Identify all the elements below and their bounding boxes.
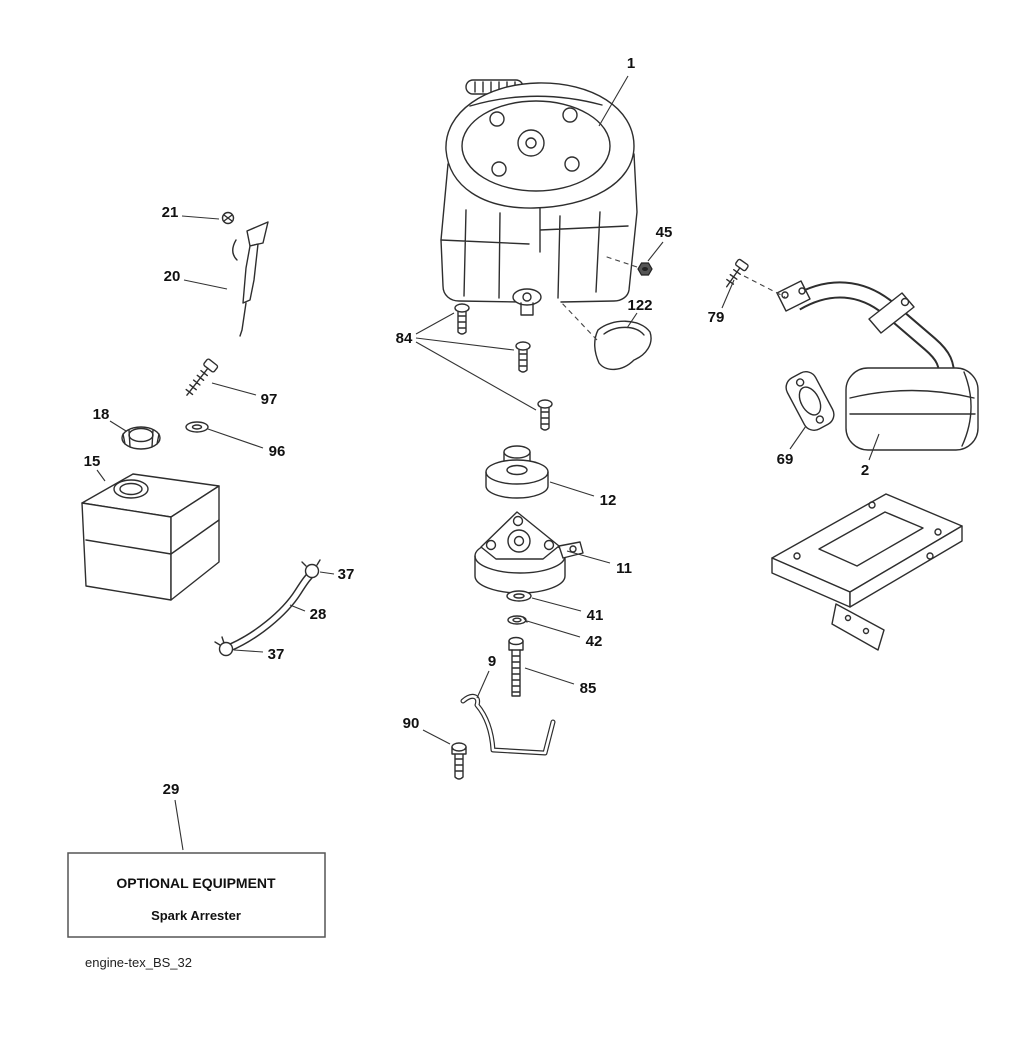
bolt-97-illustration bbox=[185, 358, 219, 396]
fuel-line-illustration bbox=[225, 568, 317, 652]
crankshaft-spacer-illustration bbox=[485, 445, 549, 499]
part-label-29: 29 bbox=[163, 781, 180, 798]
bolt-79-illustration bbox=[725, 258, 749, 288]
engine-mount-plate-illustration bbox=[771, 493, 963, 651]
throttle-control-illustration bbox=[221, 211, 269, 337]
part-label-90: 90 bbox=[403, 715, 420, 732]
part-label-41: 41 bbox=[587, 607, 604, 624]
part-label-18: 18 bbox=[93, 406, 110, 423]
engine-bolt-84b-illustration bbox=[515, 341, 531, 373]
engine-illustration bbox=[440, 79, 638, 316]
part-label-2: 2 bbox=[861, 462, 869, 479]
part-label-1: 1 bbox=[627, 55, 635, 72]
washer-41-illustration bbox=[506, 590, 532, 602]
bolt-85-illustration bbox=[508, 636, 524, 697]
part-label-12: 12 bbox=[600, 492, 617, 509]
nut-45-illustration bbox=[637, 262, 653, 276]
part-label-11: 11 bbox=[616, 560, 632, 577]
optional-equipment-subtitle: Spark Arrester bbox=[151, 908, 241, 923]
part-label-45: 45 bbox=[656, 224, 673, 241]
washer-96-illustration bbox=[185, 421, 209, 433]
fuel-tank-illustration bbox=[81, 473, 220, 601]
part-label-79: 79 bbox=[708, 309, 725, 326]
engine-bolt-84a-illustration bbox=[454, 303, 470, 335]
engine-bolt-84c-illustration bbox=[537, 399, 553, 431]
assembly-dash-lines bbox=[559, 255, 786, 341]
clutch-illustration bbox=[474, 511, 584, 594]
part-label-96: 96 bbox=[269, 443, 286, 460]
exhaust-gasket-illustration bbox=[785, 371, 835, 431]
part-label-85: 85 bbox=[580, 680, 597, 697]
part-label-37-upper: 37 bbox=[338, 566, 355, 583]
part-label-9: 9 bbox=[488, 653, 496, 670]
hose-clamp-lower-illustration bbox=[214, 636, 234, 657]
part-label-20: 20 bbox=[164, 268, 181, 285]
support-rod-illustration bbox=[460, 693, 556, 756]
part-label-28: 28 bbox=[310, 606, 327, 623]
lock-washer-42-illustration bbox=[507, 615, 528, 625]
part-label-15: 15 bbox=[84, 453, 101, 470]
fuel-cap-illustration bbox=[121, 426, 161, 450]
leader-lines bbox=[96, 75, 880, 851]
optional-equipment-box: OPTIONAL EQUIPMENT Spark Arrester bbox=[67, 852, 326, 938]
hose-clamp-upper-illustration bbox=[301, 559, 321, 579]
muffler-illustration bbox=[776, 280, 979, 451]
heat-shield-122-illustration bbox=[594, 320, 652, 371]
part-label-97: 97 bbox=[261, 391, 278, 408]
bolt-90-illustration bbox=[451, 742, 467, 780]
part-label-122: 122 bbox=[627, 297, 652, 314]
optional-equipment-title: OPTIONAL EQUIPMENT bbox=[116, 875, 276, 891]
part-label-21: 21 bbox=[162, 204, 179, 221]
diagram-footer-code: engine-tex_BS_32 bbox=[85, 955, 192, 970]
part-label-69: 69 bbox=[777, 451, 794, 468]
part-label-42: 42 bbox=[586, 633, 603, 650]
part-label-37-lower: 37 bbox=[268, 646, 285, 663]
part-label-84: 84 bbox=[396, 330, 413, 347]
